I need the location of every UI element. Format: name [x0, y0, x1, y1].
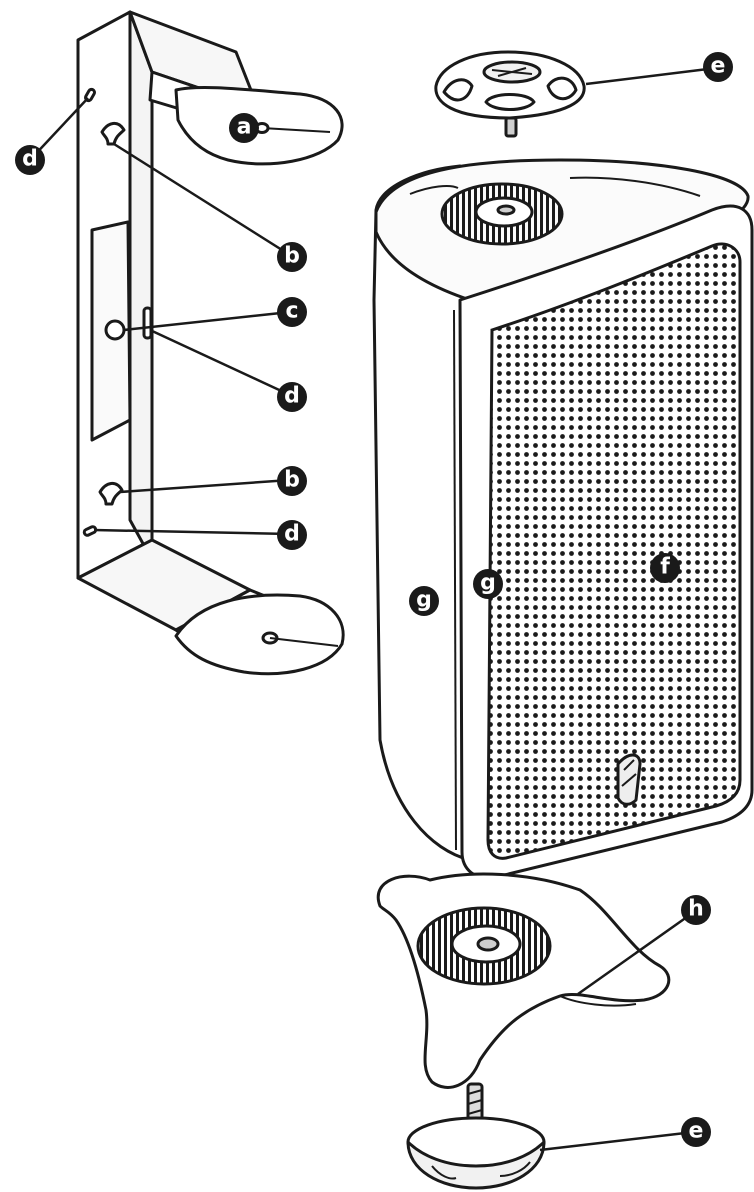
wall-bracket	[76, 10, 345, 676]
svg-text:c: c	[285, 299, 298, 324]
callout-d-left: d	[15, 145, 45, 175]
svg-text:e: e	[711, 54, 726, 79]
leader-lines	[29, 66, 717, 1152]
callout-e-top: e	[703, 52, 733, 82]
bottom-stand	[376, 872, 671, 1089]
callout-e-bottom: e	[681, 1117, 711, 1147]
callout-g-edge: g	[473, 569, 503, 599]
callout-f: f	[650, 553, 680, 583]
callout-g-side: g	[409, 586, 439, 616]
svg-text:d: d	[22, 147, 38, 172]
callout-d-lower: d	[277, 520, 307, 550]
callout-b-upper: b	[277, 242, 307, 272]
svg-text:e: e	[689, 1119, 704, 1144]
svg-text:d: d	[284, 384, 300, 409]
speaker-cabinet	[372, 158, 754, 880]
callout-d-middle: d	[277, 382, 307, 412]
bottom-mounting-knob	[406, 1082, 546, 1190]
svg-text:a: a	[237, 115, 252, 140]
callout-a: a	[229, 113, 259, 143]
callout-c: c	[277, 297, 307, 327]
svg-text:h: h	[688, 897, 704, 922]
callout-b-lower: b	[277, 466, 307, 496]
callout-h: h	[681, 895, 711, 925]
svg-text:g: g	[416, 588, 432, 613]
svg-text:g: g	[480, 571, 496, 596]
svg-text:b: b	[284, 244, 300, 269]
svg-text:d: d	[284, 522, 300, 547]
svg-text:b: b	[284, 468, 300, 493]
svg-text:f: f	[660, 555, 670, 580]
top-mounting-knob	[434, 50, 586, 138]
